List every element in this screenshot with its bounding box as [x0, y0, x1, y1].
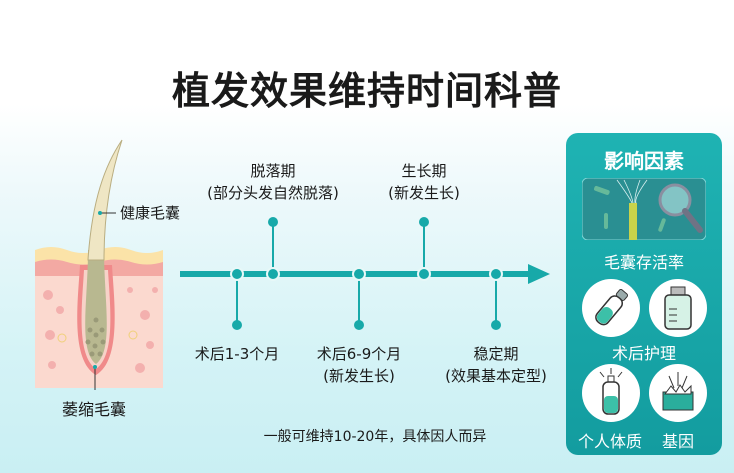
atrophic-follicle-label: 萎缩毛囊 — [62, 400, 127, 419]
stage-title: 脱落期 — [250, 162, 296, 180]
factor-follicle-survival: 毛囊存活率 — [603, 253, 685, 272]
stage-desc: (新发生长) — [323, 367, 395, 385]
stage-6-9-months: 术后6-9个月 (新发生长) — [317, 343, 402, 387]
factor-genetics: 基因 — [661, 432, 695, 451]
stage-desc: (效果基本定型) — [445, 367, 547, 385]
page-title: 植发效果维持时间科普 — [171, 69, 562, 113]
hair-follicle-illustration — [35, 139, 163, 390]
factor-post-op-care: 术后护理 — [611, 344, 677, 363]
stage-1-3-months: 术后1-3个月 — [195, 343, 280, 365]
factors-panel: 影响因素 毛囊存活率 术后护理 个人体质 基因 — [566, 133, 722, 455]
timeline — [180, 217, 550, 330]
factors-title: 影响因素 — [604, 149, 684, 173]
stage-shedding: 脱落期 (部分头发自然脱落) — [207, 160, 339, 204]
healthy-follicle-label: 健康毛囊 — [120, 204, 181, 222]
stage-title: 稳定期 — [473, 345, 519, 363]
stage-title: 术后6-9个月 — [316, 345, 402, 363]
stage-title: 生长期 — [401, 162, 447, 180]
duration-note: 一般可维持10-20年，具体因人而异 — [263, 429, 487, 445]
stage-desc: (部分头发自然脱落) — [207, 184, 339, 202]
stage-desc: (新发生长) — [388, 184, 460, 202]
medicine-bottle-icon — [649, 279, 707, 337]
stage-growth: 生长期 (新发生长) — [388, 160, 460, 204]
gene-box-icon — [649, 364, 707, 422]
factor-constitution: 个人体质 — [577, 432, 643, 451]
dropper-icon — [582, 279, 640, 337]
test-tube-icon — [582, 364, 640, 422]
stage-title: 术后1-3个月 — [194, 345, 280, 363]
follicle-microscope-image — [582, 178, 706, 240]
stage-stable: 稳定期 (效果基本定型) — [445, 343, 547, 387]
timeline-arrow — [528, 264, 550, 284]
